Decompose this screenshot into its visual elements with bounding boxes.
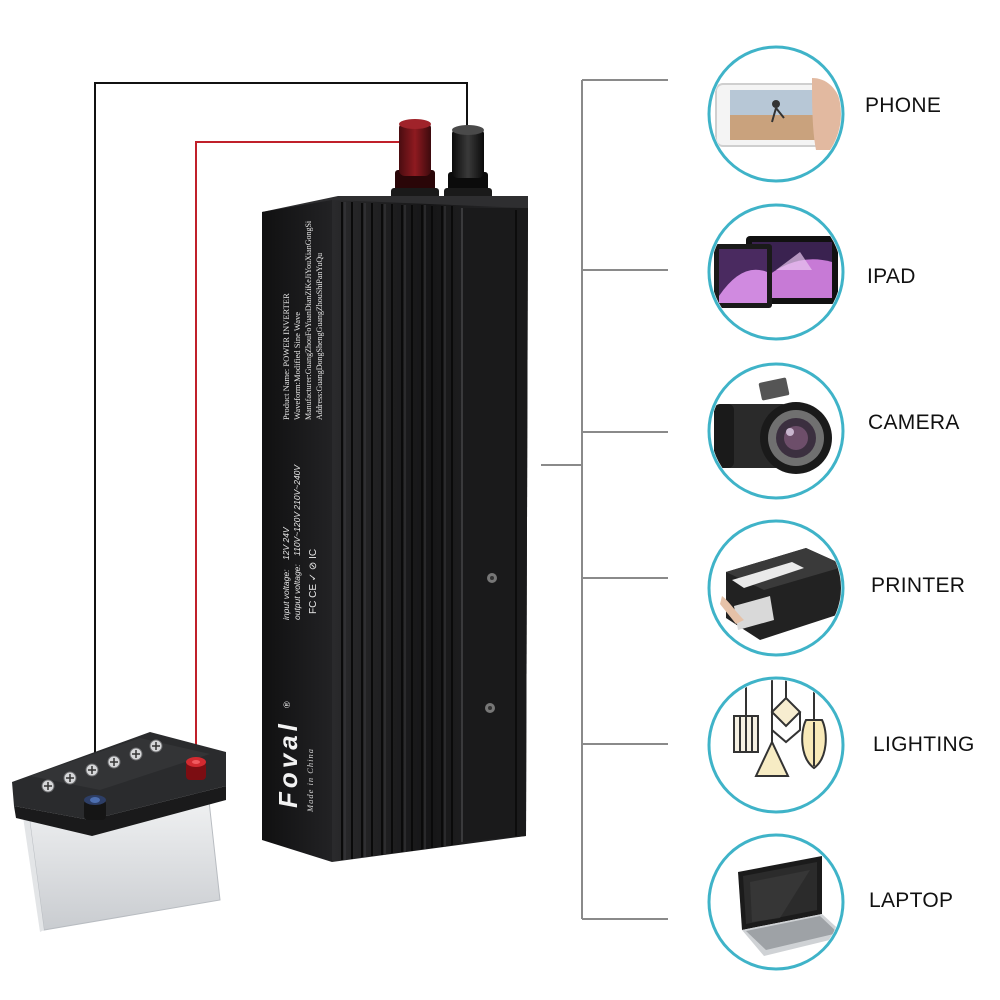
- wiring: [94, 82, 468, 800]
- battery-positive-post: [186, 757, 206, 780]
- phone-icon: [715, 78, 841, 150]
- positive-terminal: [391, 119, 439, 200]
- device-laptop: [707, 833, 845, 971]
- made-in-text: Made in China: [305, 748, 315, 813]
- device-bracket: [541, 79, 668, 920]
- label-line-2: Waveform:Modified Sine Wave: [292, 312, 302, 420]
- negative-wire: [94, 82, 468, 800]
- registered-mark: ®: [282, 701, 292, 708]
- inverter-label-face: [262, 200, 332, 862]
- battery-negative-post: [84, 795, 106, 820]
- car-battery: [12, 732, 226, 932]
- device-label-phone: PHONE: [865, 94, 942, 117]
- label-line-4: Address:GuangDongShengGuangZhouShiPanYuQ…: [315, 253, 324, 420]
- device-phone: [707, 45, 845, 183]
- positive-wire: [195, 141, 412, 762]
- device-label-lighting: LIGHTING: [873, 733, 975, 756]
- device-ipad: [707, 203, 845, 341]
- device-label-laptop: LAPTOP: [869, 889, 954, 912]
- label-line-3: Manufacturer:GuangZhouFoYuanDianZiKeJiYo…: [304, 220, 313, 420]
- device-label-ipad: IPAD: [867, 265, 916, 288]
- input-voltage-options: 12V 24V: [281, 526, 291, 560]
- power-inverter: Product Name: POWER INVERTER Waveform:Mo…: [262, 119, 528, 862]
- printer-icon: [720, 548, 841, 640]
- output-voltage-options: 110V~120V 210V~240V: [292, 464, 302, 556]
- device-label-printer: PRINTER: [871, 574, 966, 597]
- tablet-icon: [714, 236, 838, 308]
- label-line-1: Product Name: POWER INVERTER: [281, 293, 291, 420]
- laptop-icon: [738, 856, 841, 956]
- device-printer: [707, 519, 845, 657]
- negative-terminal: [444, 125, 492, 200]
- output-voltage-label: output voltage:: [292, 564, 302, 620]
- device-label-camera: CAMERA: [868, 411, 960, 434]
- device-lighting: [707, 676, 845, 814]
- brand-logo: Foval: [273, 720, 303, 808]
- input-voltage-label: input voltage:: [281, 569, 291, 620]
- certification-marks: FC CE ✓ ⊘ IC: [308, 549, 319, 614]
- pendant-lights-icon: [733, 680, 827, 777]
- camera-icon: [714, 377, 832, 474]
- device-camera: [707, 362, 845, 500]
- heatsink-fins: [341, 202, 453, 860]
